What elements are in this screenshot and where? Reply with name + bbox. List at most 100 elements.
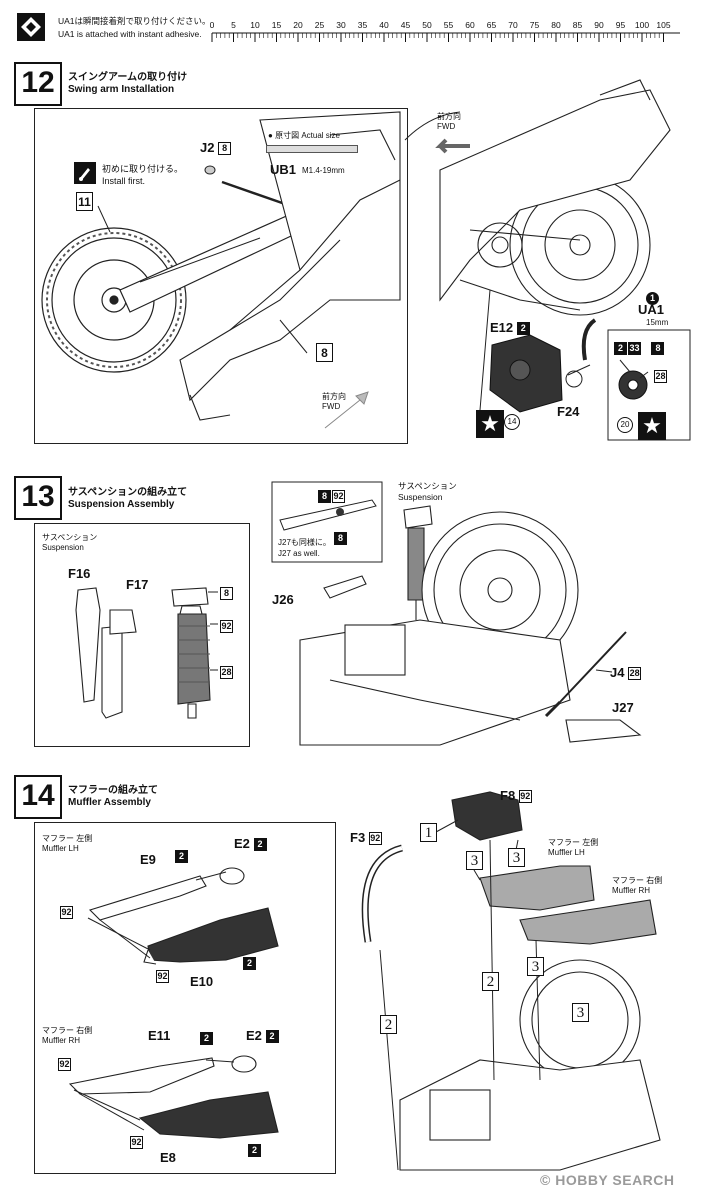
step13-left-frame (34, 523, 250, 747)
ruler-tick-label: 40 (379, 20, 389, 30)
step-number-14: 14 (14, 775, 62, 819)
badge-8: 8 (220, 585, 233, 603)
ruler-tick-label: 75 (529, 20, 540, 30)
seq-step-2b: 2 (380, 1015, 397, 1034)
fwd2-jp: 前方向 (437, 112, 461, 121)
j27-note-jp: J27も同様に。 (278, 538, 331, 547)
susp-jp: サスペンション (42, 533, 98, 542)
part-j4: J4 28 (610, 665, 642, 681)
step-number-13: 13 (14, 476, 62, 520)
step-title-en: Muffler Assembly (68, 797, 151, 808)
right-lh-en: Muffler LH (548, 848, 585, 857)
susp2-en: Suspension (398, 492, 443, 502)
step-title-en: Swing arm Installation (68, 84, 175, 95)
ruler-tick-label: 45 (400, 20, 411, 30)
ruler-tick-label: 90 (594, 20, 604, 30)
ruler-tick-label: 65 (486, 20, 497, 30)
j27-note-en: J27 as well. (278, 549, 320, 558)
color-badge: 2 (265, 1030, 279, 1044)
badge-92: 92 (220, 620, 233, 634)
ruler-tick-label: 30 (336, 20, 346, 30)
ruler-tick-label: 70 (508, 20, 518, 30)
color-badge: 33 (628, 342, 641, 356)
ruler-tick-label: 25 (314, 20, 325, 30)
color-badge: 92 (518, 790, 532, 804)
install-first-en: Install first. (102, 176, 146, 186)
part-e10: E10 (190, 974, 214, 989)
part-e2a: E2 2 (234, 836, 267, 852)
e9-badge: 2 (175, 848, 188, 866)
badge-92-a: 92 (60, 906, 73, 920)
part-j2: J2 8 (200, 140, 232, 156)
bubble-badge-28: 28 (654, 370, 667, 384)
lh-jp: マフラー 左側 (42, 834, 93, 843)
actual-size-label: ● 原寸図 Actual size (268, 131, 340, 140)
ua1-size: 15mm (646, 318, 669, 327)
color-badge: 2 (614, 342, 627, 356)
part-j27: J27 (612, 700, 634, 715)
ruler-tick-label: 10 (250, 20, 260, 30)
part-f16: F16 (68, 566, 91, 581)
ref-step-11: 11 (76, 192, 93, 211)
part-f8: F8 92 (500, 788, 532, 804)
circle-ref-20: 20 (617, 417, 633, 433)
rh-en: Muffler RH (42, 1036, 81, 1045)
part-f17: F17 (126, 577, 149, 592)
ruler-tick-label: 55 (443, 20, 454, 30)
fwd-en: FWD (322, 402, 341, 411)
adhesive-warning-icon (16, 12, 46, 42)
part-e12: E12 2 (490, 320, 530, 336)
part-e8: E8 (160, 1150, 176, 1165)
watermark-logo: © HOBBY SEARCH (540, 1172, 675, 1188)
badge-28: 28 (220, 666, 233, 680)
badge-92-c: 92 (58, 1058, 71, 1072)
fwd-jp: 前方向 (322, 392, 346, 401)
color-badge: 2 (253, 838, 267, 852)
ruler-tick-label: 5 (231, 20, 236, 30)
step-title-en: Suspension Assembly (68, 499, 175, 510)
step-title-jp: サスペンションの組み立て (68, 487, 188, 498)
step-title-jp: スイングアームの取り付け (68, 72, 188, 83)
seq-step-3b: 3 (508, 848, 525, 867)
seq-step-3d: 3 (572, 1003, 589, 1022)
susp-en: Suspension (42, 543, 84, 552)
color-badge: 92 (368, 832, 382, 846)
right-rh-jp: マフラー 右側 (612, 876, 663, 885)
bullet-dot-icon: ● (268, 131, 273, 140)
e8-badge: 2 (248, 1142, 261, 1160)
right-rh-en: Muffler RH (612, 886, 651, 895)
ruler-tick-label: 15 (271, 20, 282, 30)
e10-badge: 2 (243, 955, 256, 973)
ruler-tick-label: 100 (634, 20, 650, 30)
header-note-en: UA1 is attached with instant adhesive. (58, 29, 202, 39)
ub1-size: M1.4-19mm (302, 166, 345, 175)
part-e9: E9 (140, 852, 156, 867)
actual-size-bolt (266, 145, 358, 153)
step-number-12: 12 (14, 62, 62, 106)
ruler-tick-label: 95 (615, 20, 626, 30)
ruler-tick-label: 105 (656, 20, 671, 30)
seq-step-3a: 3 (466, 851, 483, 870)
part-f3: F3 92 (350, 830, 382, 846)
ruler-tick-label: 60 (465, 20, 475, 30)
right-lh-jp: マフラー 左側 (548, 838, 599, 847)
color-badge: 92 (332, 490, 345, 504)
color-badge: 8 (318, 490, 331, 504)
seq-step-2a: 2 (482, 972, 499, 991)
ref-step-8: 8 (316, 343, 333, 362)
ruler-tick-label: 85 (572, 20, 583, 30)
part-f24: F24 (557, 404, 580, 419)
fwd2-en: FWD (437, 122, 456, 131)
ruler-tick-label: 35 (357, 20, 368, 30)
rh-jp: マフラー 右側 (42, 1026, 93, 1035)
star-icon: ★ (638, 412, 666, 440)
color-badge: 8 (218, 142, 232, 156)
susp2-jp: サスペンション (398, 481, 457, 491)
badge-92-b: 92 (156, 970, 169, 984)
